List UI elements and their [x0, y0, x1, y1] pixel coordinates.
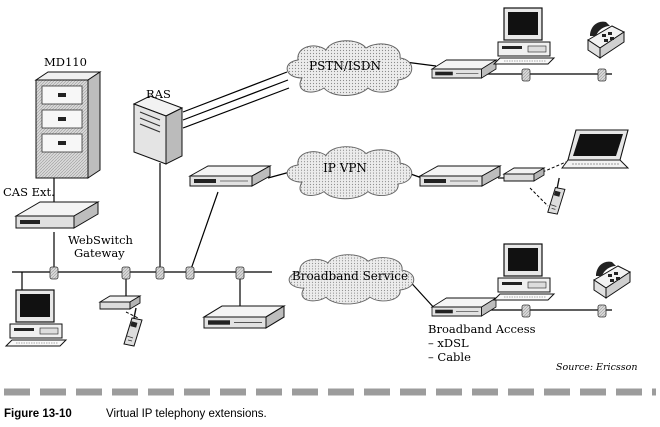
access-desk-phone-icon	[593, 261, 631, 299]
ras-label: RAS	[146, 87, 171, 101]
md110-cabinet	[34, 71, 102, 179]
source-credit: Source: Ericsson	[556, 362, 637, 373]
ras-server	[132, 95, 184, 165]
pstn-desk-phone-icon	[587, 21, 625, 59]
cable-label: – Cable	[428, 350, 471, 364]
webswitch-label-line2: Gateway	[74, 246, 125, 260]
vpn-router-right-icon	[419, 165, 501, 187]
figure-number: Figure 13-10	[4, 408, 72, 420]
lan-port-3	[155, 266, 165, 280]
pstn-label: PSTN/ISDN	[309, 59, 381, 73]
lan-port-5	[235, 266, 245, 280]
xdsl-label: – xDSL	[428, 336, 469, 350]
pstn-modem-icon	[431, 59, 497, 79]
lan-port-2	[121, 266, 131, 280]
ipvpn-label: IP VPN	[323, 161, 367, 175]
wireless-hub-icon	[99, 295, 141, 310]
webswitch-gateway	[14, 201, 100, 229]
laptop-icon	[561, 129, 629, 169]
pstn-pc-icon	[493, 7, 555, 65]
pstn-port-2	[597, 68, 607, 82]
webswitch-label-line1: WebSwitch	[68, 233, 134, 247]
access-modem-icon	[431, 297, 497, 317]
broadband-access-label: Broadband Access	[428, 322, 536, 336]
access-port-1	[521, 304, 531, 318]
broadband-service-label: Broadband Service	[292, 269, 408, 283]
pc-icon	[5, 289, 67, 347]
cell-phone-icon	[123, 307, 143, 347]
vpn-cell-phone-icon	[547, 177, 566, 215]
figure-caption: Virtual IP telephony extensions.	[106, 408, 267, 420]
lan-port-1	[49, 266, 59, 280]
lan-port-4	[185, 266, 195, 280]
pstn-port-1	[521, 68, 531, 82]
md110-label: MD110	[44, 55, 87, 69]
vpn-router-left-icon	[189, 165, 271, 187]
access-pc-icon	[493, 243, 555, 301]
cas-ext-label: CAS Ext.	[3, 185, 55, 199]
access-port-2	[597, 304, 607, 318]
vpn-hub-icon	[503, 167, 545, 182]
broadband-modem-icon	[203, 305, 285, 329]
